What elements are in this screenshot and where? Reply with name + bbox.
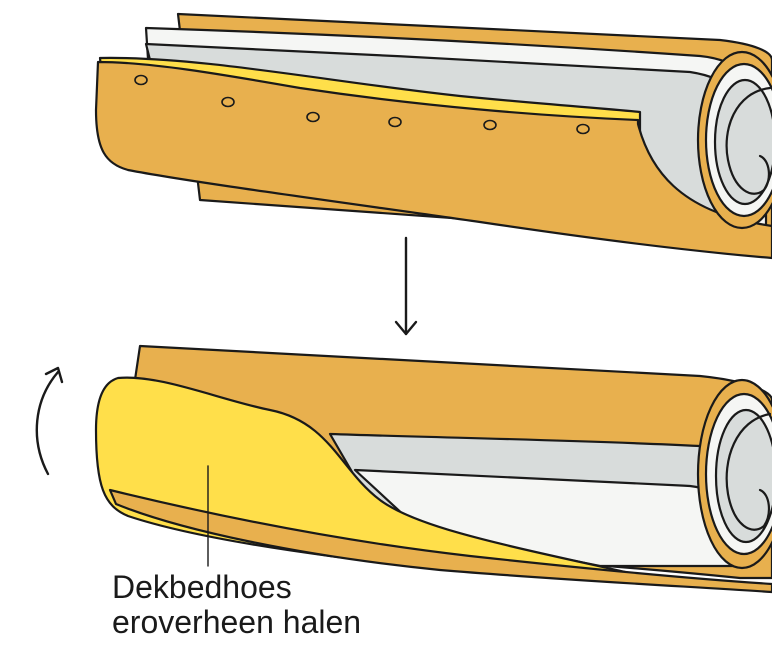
button-hole bbox=[135, 76, 147, 85]
button-hole bbox=[307, 113, 319, 122]
caption-line-2: eroverheen halen bbox=[112, 605, 361, 640]
button-hole bbox=[484, 121, 496, 130]
step-caption: Dekbedhoes eroverheen halen bbox=[112, 570, 361, 640]
rolled-duvet-bottom bbox=[96, 346, 772, 592]
rolled-duvet-top bbox=[96, 14, 772, 258]
spiral-grey bbox=[715, 80, 772, 204]
button-hole bbox=[389, 118, 401, 127]
button-hole bbox=[222, 98, 234, 107]
button-hole bbox=[577, 125, 589, 134]
down-arrow-icon bbox=[396, 238, 416, 334]
rotate-arrow-icon bbox=[37, 368, 62, 474]
caption-line-1: Dekbedhoes bbox=[112, 570, 361, 605]
